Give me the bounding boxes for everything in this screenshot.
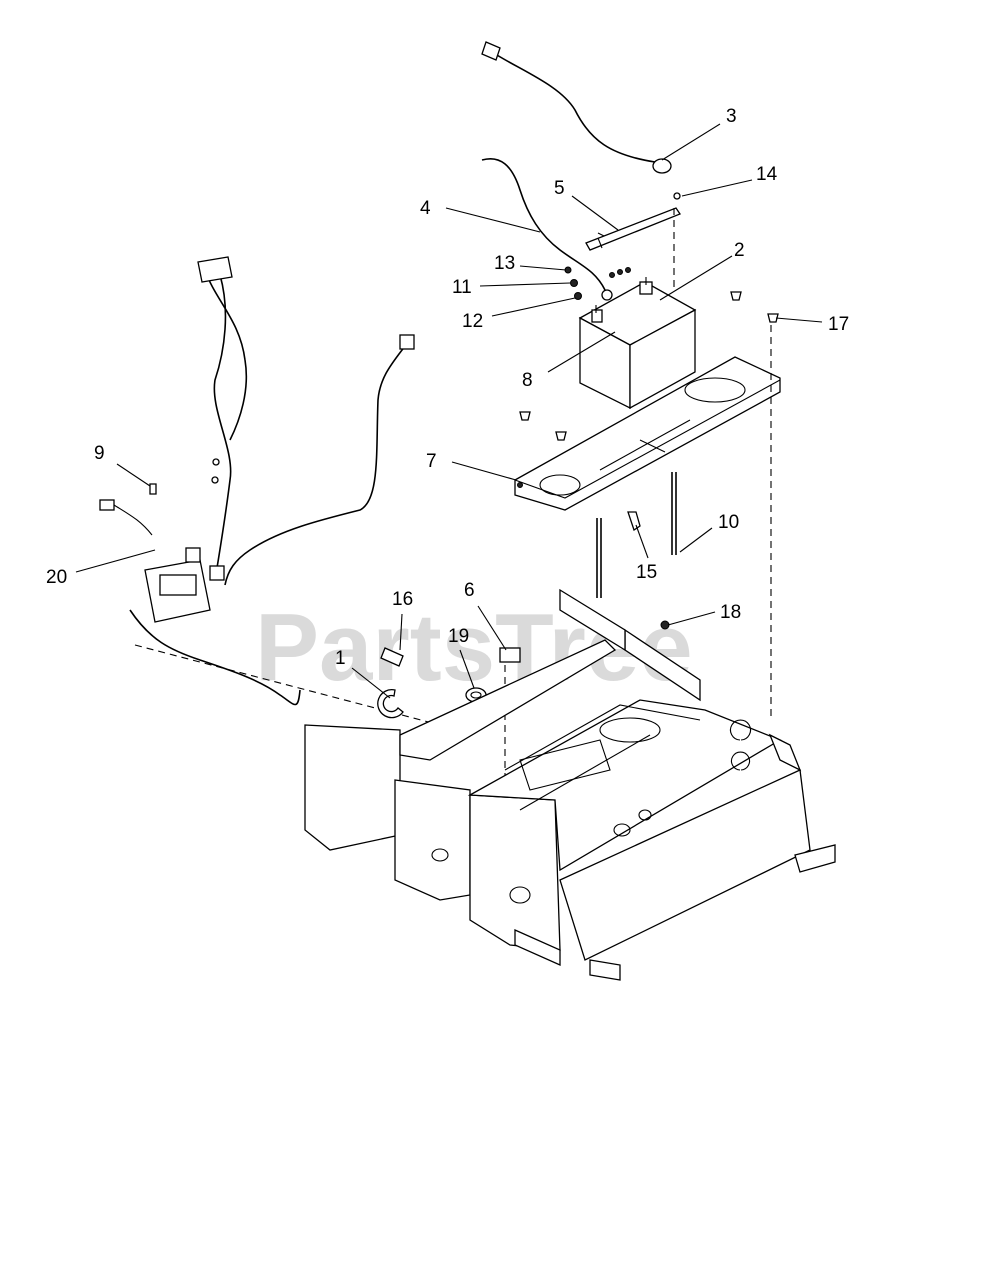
callout-12: 12 <box>462 311 483 332</box>
callout-10: 10 <box>718 512 739 533</box>
switch-6[interactable] <box>499 647 521 663</box>
callout-6: 6 <box>464 580 475 601</box>
callout-17: 17 <box>828 314 849 335</box>
battery-cable-4[interactable] <box>481 158 613 301</box>
callout-14: 14 <box>756 164 778 185</box>
callout-labels: 1 2 3 4 5 6 7 8 9 10 11 12 13 14 15 16 1… <box>46 106 849 669</box>
callout-18: 18 <box>720 602 741 623</box>
battery-tray-7[interactable] <box>514 356 781 511</box>
callout-13: 13 <box>494 253 515 274</box>
hardware-nuts[interactable] <box>564 192 681 300</box>
battery-cable-3[interactable] <box>481 41 672 174</box>
callout-20: 20 <box>46 567 67 588</box>
callout-3: 3 <box>726 106 737 127</box>
battery-2[interactable] <box>578 277 697 410</box>
hold-down-bar-5[interactable] <box>585 207 681 290</box>
callout-8: 8 <box>522 370 533 391</box>
callout-7: 7 <box>426 451 437 472</box>
watermark-text: PartsTree <box>255 594 693 701</box>
tray-bolts[interactable] <box>519 291 779 441</box>
callout-5: 5 <box>554 178 565 199</box>
callout-1: 1 <box>335 648 346 669</box>
clip-15[interactable] <box>627 511 641 532</box>
screw-9[interactable] <box>149 483 157 495</box>
nut-18[interactable] <box>660 620 670 630</box>
chassis-frame[interactable] <box>304 588 836 981</box>
leader-lines <box>75 123 823 699</box>
support-rods-10[interactable] <box>596 472 677 598</box>
clip-16[interactable] <box>380 647 404 667</box>
wiring-harness-20[interactable] <box>99 256 415 706</box>
callout-16: 16 <box>392 589 413 610</box>
callout-19: 19 <box>448 626 469 647</box>
grommet-1[interactable] <box>377 688 404 719</box>
callout-2: 2 <box>734 240 745 261</box>
callout-4: 4 <box>420 198 431 219</box>
callout-9: 9 <box>94 443 105 464</box>
callout-11: 11 <box>452 277 472 298</box>
callout-15: 15 <box>636 562 657 583</box>
